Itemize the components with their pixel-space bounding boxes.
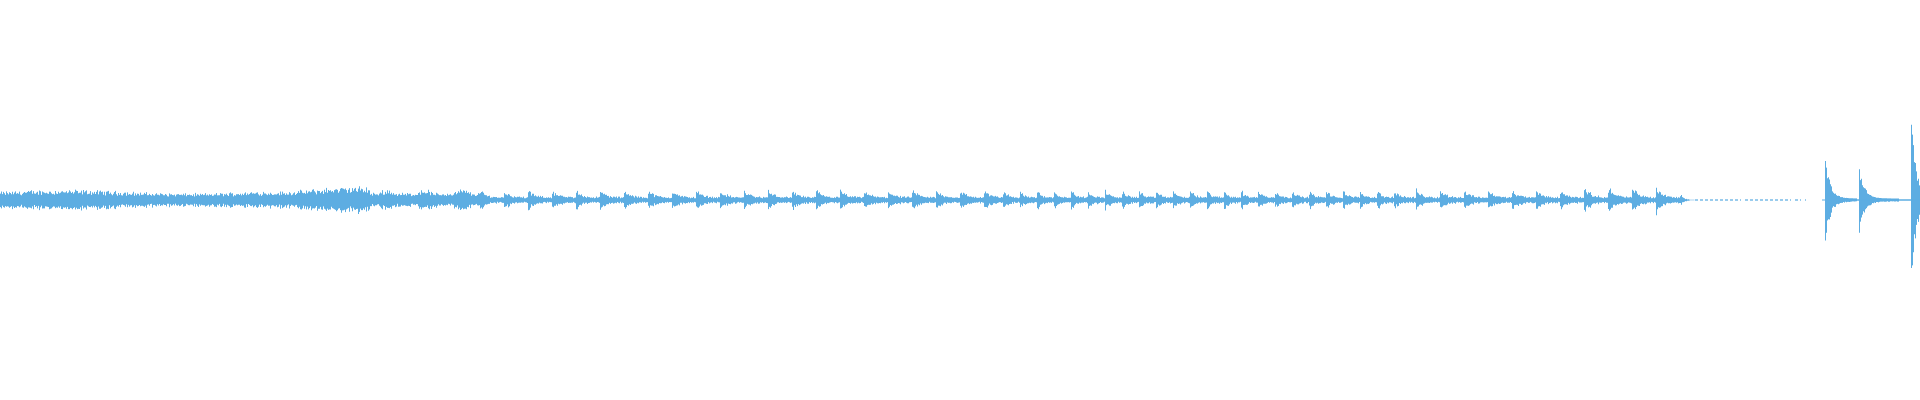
transient-peak-2 [1856,169,1899,233]
waveform-transients [1822,124,1920,268]
transient-peak-1 [1822,161,1857,241]
transient-peak-3 [1908,124,1920,268]
waveform-body [0,186,1695,216]
waveform-path [0,186,1695,216]
